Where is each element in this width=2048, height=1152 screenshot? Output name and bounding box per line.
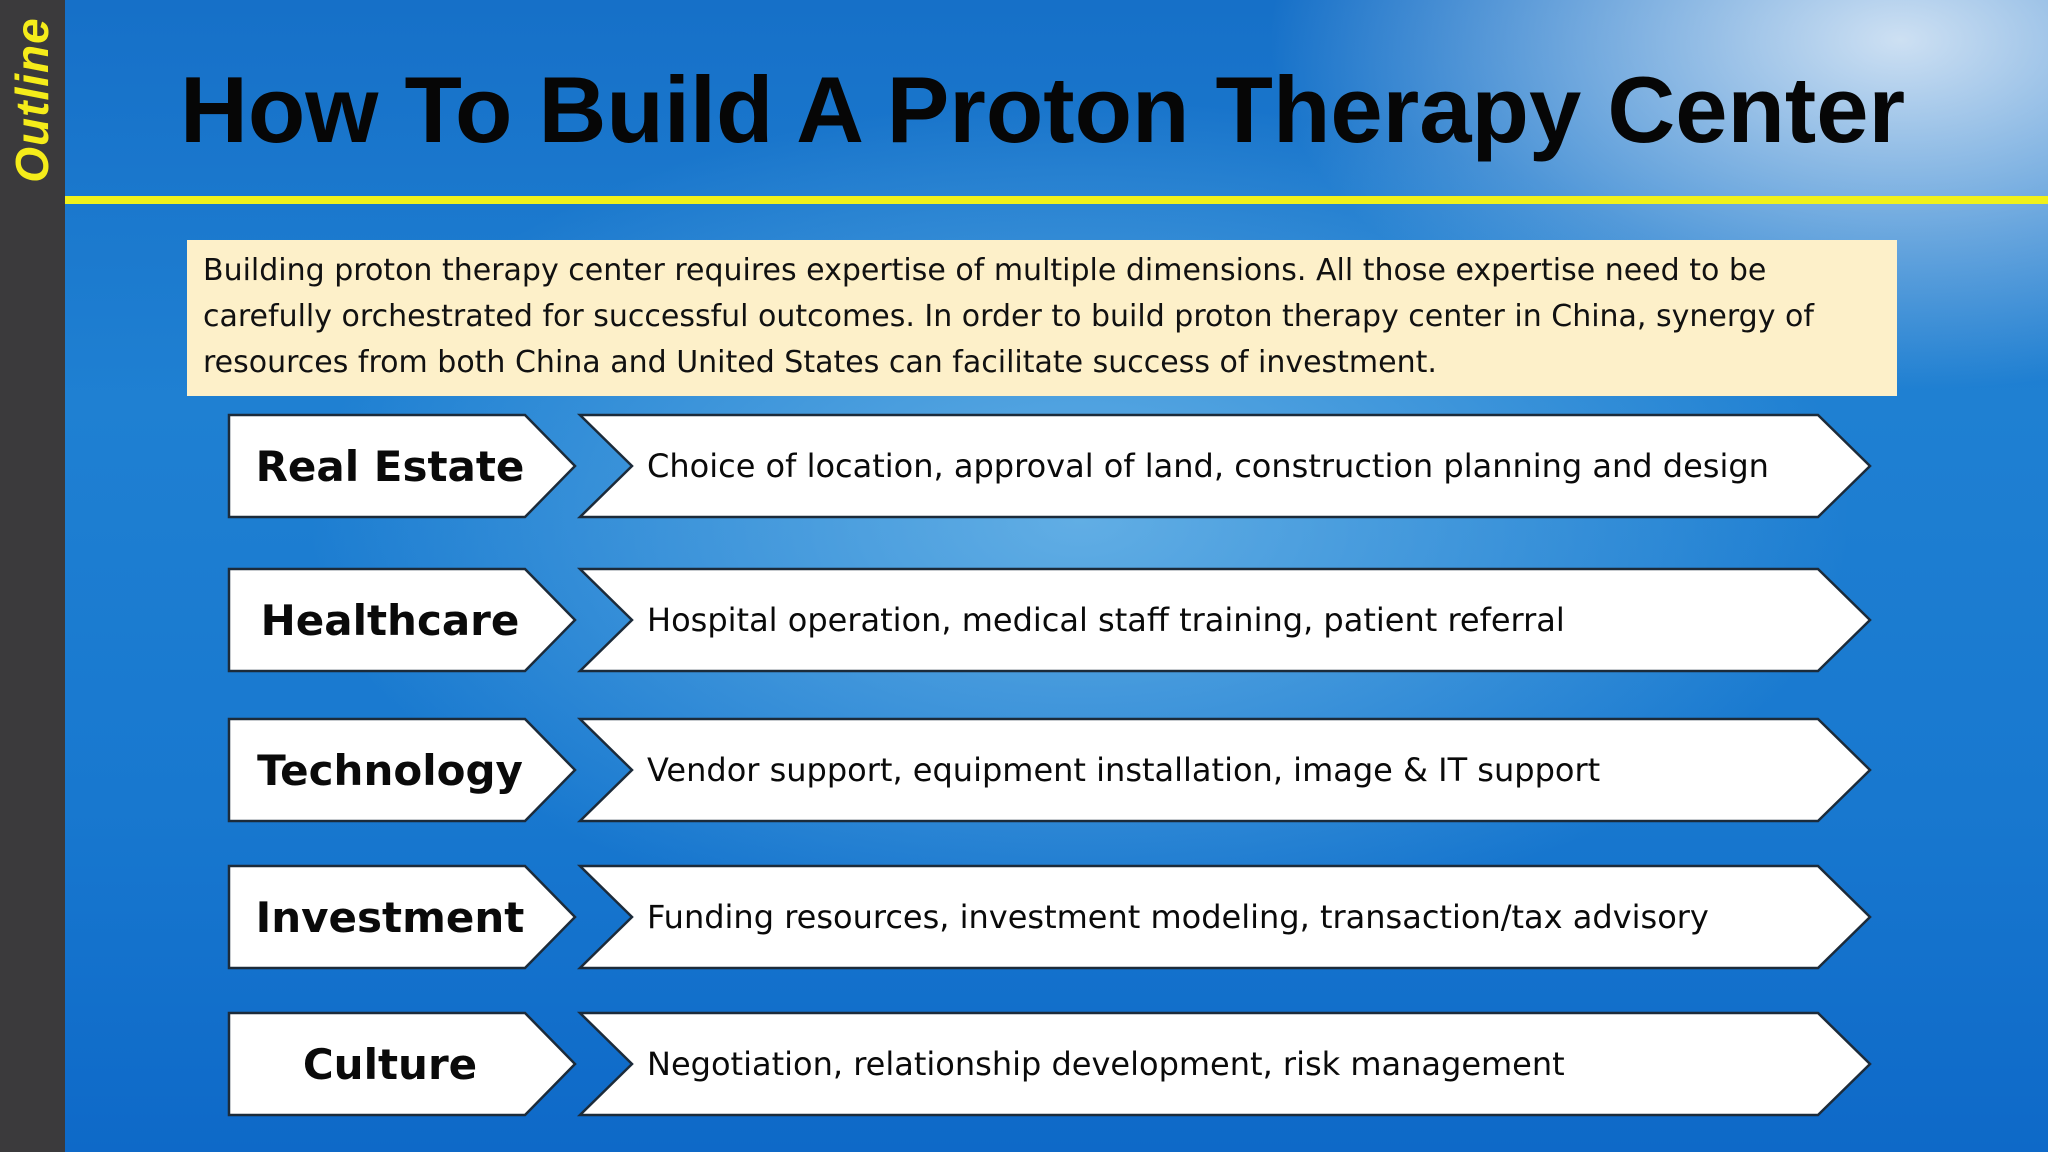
category-description-chevron [576,413,1872,519]
category-label-pentagon [227,864,577,970]
category-description: Funding resources, investment modeling, … [647,898,1709,936]
category-description: Negotiation, relationship development, r… [647,1045,1565,1083]
row-shapes [227,567,1872,673]
title-divider [65,196,2048,204]
category-label-pentagon [227,413,577,519]
category-label: Culture [302,1039,478,1089]
outline-label: Outline [6,17,58,183]
row-shapes [227,864,1872,970]
category-description: Choice of location, approval of land, co… [647,447,1769,485]
category-description-chevron [576,567,1872,673]
row-shapes [227,717,1872,823]
row-shapes [227,413,1872,519]
category-label-pentagon [227,1011,577,1117]
category-description-chevron [576,1011,1872,1117]
category-row: Investment Funding resources, investment … [0,864,2048,970]
category-label-pentagon [227,717,577,823]
category-row: Technology Vendor support, equipment inst… [0,717,2048,823]
category-label: Investment [255,892,525,942]
category-row: Healthcare Hospital operation, medical st… [0,567,2048,673]
category-label: Real Estate [255,441,525,491]
category-description-chevron [576,717,1872,823]
category-description: Vendor support, equipment installation, … [647,751,1601,789]
intro-text: Building proton therapy center requires … [203,253,1814,380]
row-shapes [227,1011,1872,1117]
category-row: Culture Negotiation, relationship develop… [0,1011,2048,1117]
outline-sidebar: Outline [0,0,65,1152]
category-description-chevron [576,864,1872,970]
intro-textbox: Building proton therapy center requires … [187,240,1897,396]
category-row: Real Estate Choice of location, approval … [0,413,2048,519]
category-label-pentagon [227,567,577,673]
category-label: Healthcare [260,595,520,645]
slide-title: How To Build A Proton Therapy Center [180,57,1906,162]
category-description: Hospital operation, medical staff traini… [647,601,1565,639]
category-label: Technology [257,745,523,795]
